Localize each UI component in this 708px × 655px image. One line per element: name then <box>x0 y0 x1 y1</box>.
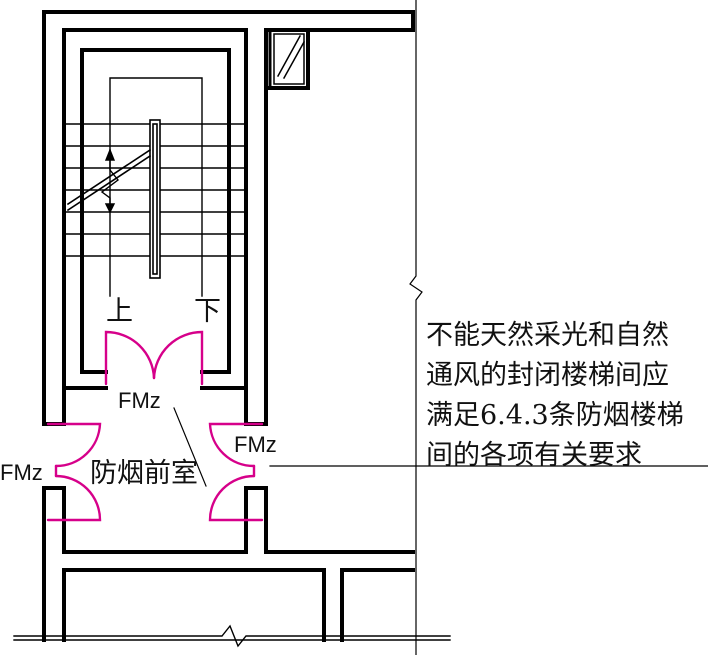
doors <box>46 330 264 522</box>
stairwell-inner-walls <box>62 28 248 390</box>
stair-direction-lines <box>100 77 203 297</box>
top-double-door <box>104 330 204 386</box>
door-label-top: FMz <box>118 388 161 413</box>
stair-handrail <box>66 119 161 279</box>
right-double-door <box>208 422 264 522</box>
right-boundary-line <box>409 0 423 655</box>
stairwell-outer-walls <box>42 10 415 642</box>
requirement-note: 不能天然采光和自然 通风的封闭楼梯间应 满足6.4.3条防烟楼梯 间的各项有关要… <box>426 316 708 476</box>
door-label-right: FMz <box>234 432 277 457</box>
door-label-left: FMz <box>0 460 43 485</box>
lower-room-walls <box>62 568 415 642</box>
note-line: 不能天然采光和自然 <box>426 320 669 351</box>
left-double-door <box>46 422 102 522</box>
note-line: 通风的封闭楼梯间应 <box>426 360 669 391</box>
shaft <box>264 28 310 90</box>
corridor-walls <box>244 28 415 426</box>
room-label: 防烟前室 <box>90 458 198 489</box>
stair-up-label: 上 <box>106 296 133 327</box>
leader-line <box>173 407 207 487</box>
ground-line <box>13 624 451 648</box>
note-line: 间的各项有关要求 <box>426 440 642 471</box>
note-line: 满足6.4.3条防烟楼梯 <box>426 400 684 431</box>
stair-down-label: 下 <box>194 296 221 327</box>
